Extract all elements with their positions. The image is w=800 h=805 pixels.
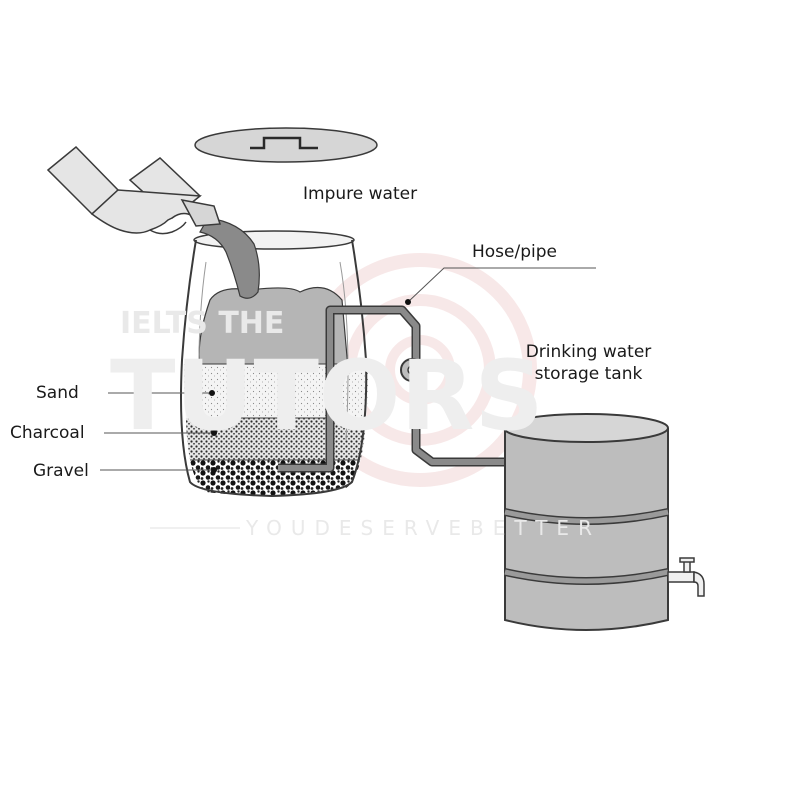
leader-dots — [209, 299, 411, 473]
charcoal-layer — [183, 418, 369, 460]
hose-leader — [407, 267, 596, 303]
storage-tank-label: Drinking water storage tank — [506, 341, 671, 385]
watermark-tagline: YOUDESERVEBETTER — [246, 516, 601, 540]
watermark-line1: IELTS THE — [120, 306, 285, 341]
tank-tap — [667, 557, 705, 597]
hose-pipe — [278, 305, 518, 473]
gravel-label: Gravel — [33, 461, 89, 481]
sand-label: Sand — [36, 383, 79, 403]
storage-tank — [503, 413, 705, 631]
hose-pipe-label: Hose/pipe — [472, 242, 557, 262]
impure-water-label: Impure water — [303, 184, 418, 204]
storage-tank-label-line1: Drinking water — [525, 342, 652, 362]
filter-jar — [180, 230, 369, 498]
sand-layer — [183, 364, 369, 418]
jar-lid — [194, 127, 378, 163]
watermark-line2: TUTORS — [110, 340, 544, 452]
pouring-stream — [199, 217, 260, 299]
charcoal-label: Charcoal — [10, 423, 85, 443]
storage-tank-label-line2: storage tank — [534, 364, 643, 384]
gravel-layer — [183, 460, 369, 496]
hands-pouring — [46, 145, 222, 235]
leader-lines — [100, 267, 596, 471]
